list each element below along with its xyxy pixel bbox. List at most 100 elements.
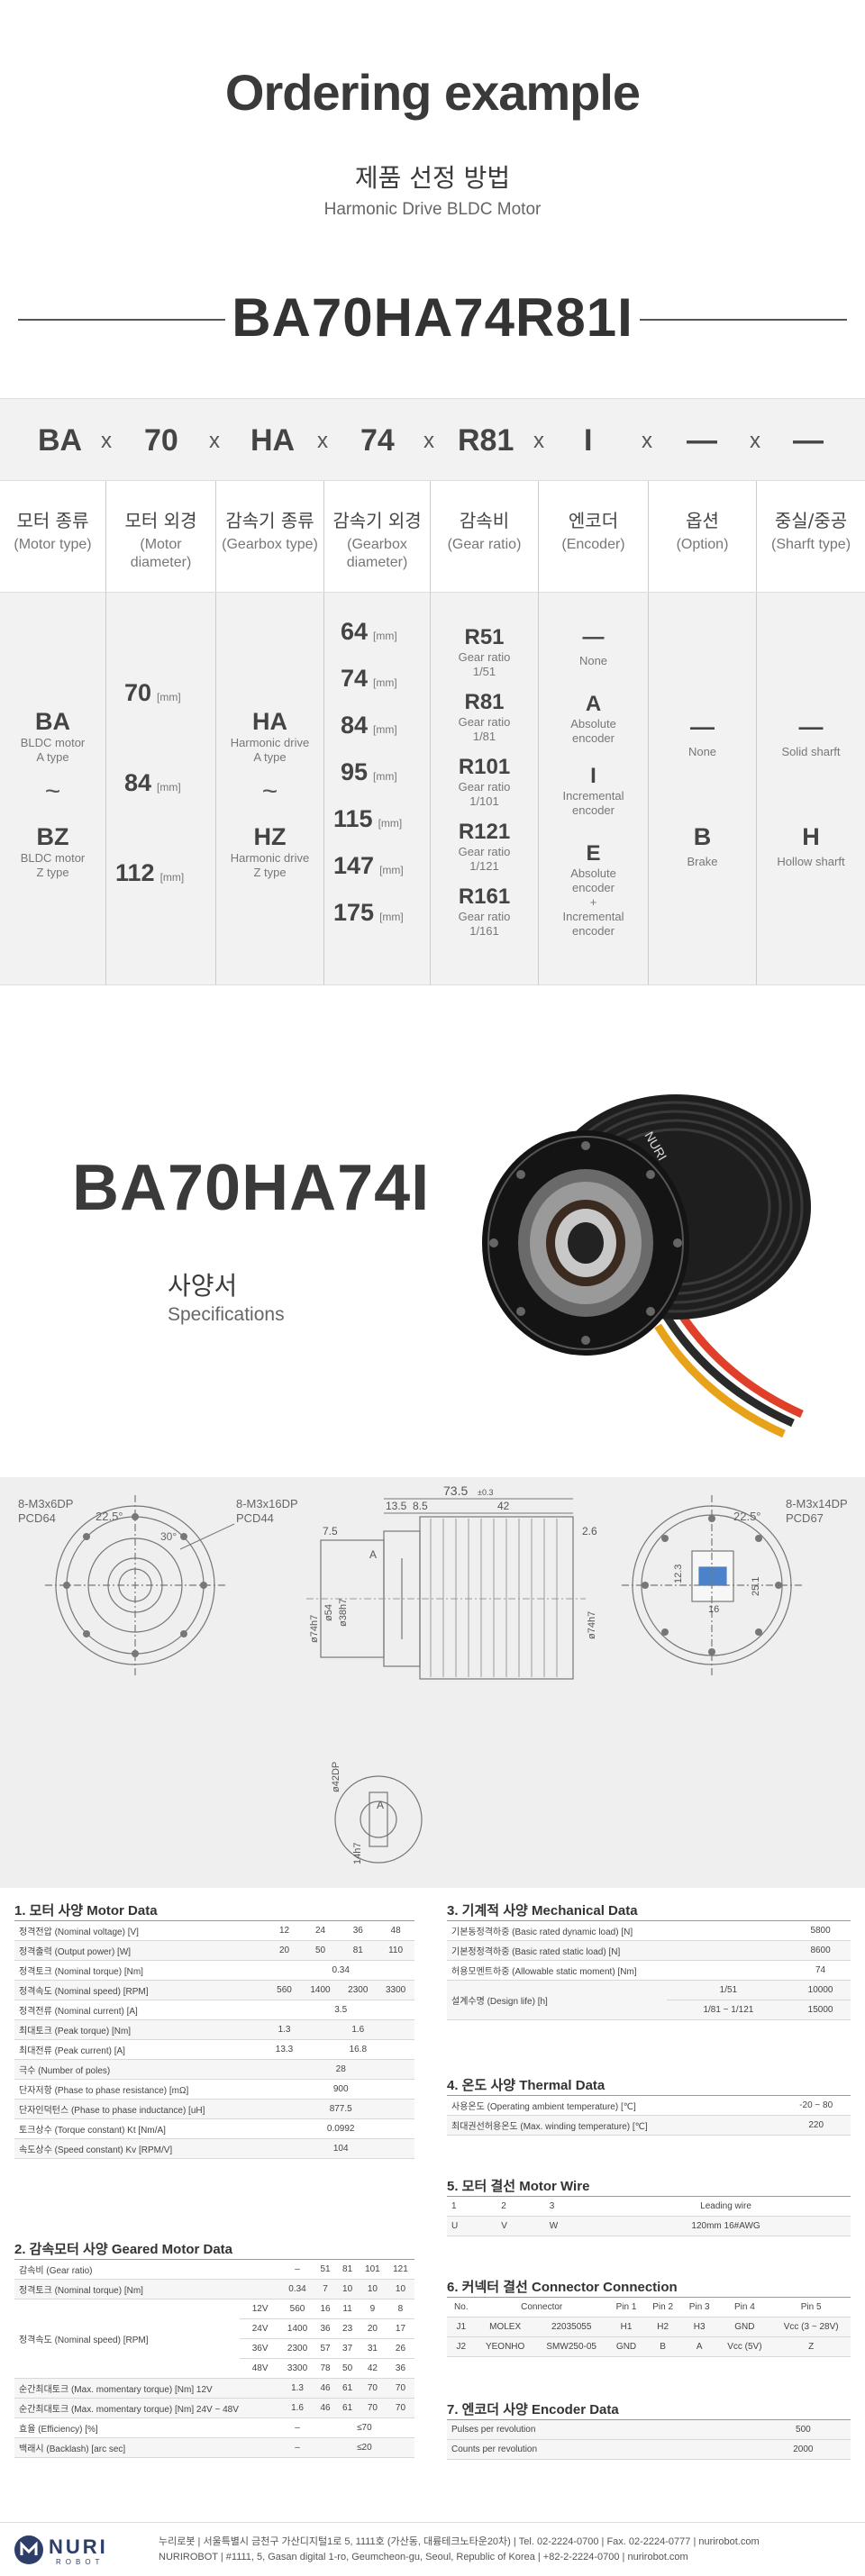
label-left-hole2: 8-M3x16DP: [236, 1497, 298, 1510]
table-cell: J1: [447, 2317, 476, 2337]
specification-tables: 1. 모터 사양 Motor Data 정격전압 (Nominal voltag…: [0, 1888, 865, 2522]
table-cell: U: [447, 2216, 497, 2236]
table-row: 단자인덕턴스 (Phase to phase inductance) [uH]8…: [14, 2099, 414, 2119]
dim-13-5: 13.5: [386, 1500, 407, 1512]
table-cell: 61: [336, 2398, 359, 2418]
table-cell: 감속비 (Gear ratio): [14, 2259, 281, 2280]
section-detail-a: A: [377, 1799, 384, 1811]
table-cell: 1.6: [280, 2398, 314, 2418]
option-solid-shaft: —Solid sharft: [757, 713, 865, 759]
code-gearbox-diameter: 74: [360, 423, 395, 458]
motor-type-options: BA BLDC motor A type ~ BZ BLDC motor Z t…: [0, 593, 106, 984]
motor-diameter-options: 70[mm] 84[mm] 112[mm]: [106, 593, 216, 984]
option-code: R101: [458, 755, 511, 779]
option-code: H: [802, 823, 820, 850]
table-cell: V: [496, 2216, 545, 2236]
table-cell: 3: [544, 2196, 602, 2217]
option-code: —: [582, 625, 605, 649]
table-cell: 최대권선허용온도 (Max. winding temperature) [℃]: [447, 2115, 782, 2136]
option-desc: Gear ratio: [458, 780, 511, 794]
table-cell: 허용모멘트하중 (Allowable static moment) [Nm]: [447, 1960, 791, 1981]
table-cell: 토크상수 (Torque constant) Kt [Nm/A]: [14, 2118, 268, 2139]
table-cell: GND: [717, 2317, 772, 2337]
table-cell: 9: [358, 2299, 387, 2319]
table-cell: 2300: [280, 2338, 314, 2359]
table-cell: 42: [358, 2358, 387, 2379]
option-desc: Gear ratio: [458, 650, 511, 664]
table-cell: 22035055: [534, 2317, 608, 2337]
table-cell: Leading wire: [601, 2196, 851, 2217]
code-gearbox-type: HA: [250, 423, 296, 458]
divider-right: [640, 319, 847, 321]
option-desc: Hollow sharft: [777, 855, 845, 868]
unit-mm: [mm]: [379, 911, 404, 923]
option-code: I: [590, 764, 596, 788]
option-code: HA: [252, 708, 287, 735]
table-cell: 극수 (Number of poles): [14, 2059, 268, 2080]
option-desc: None: [687, 745, 717, 758]
wire-data-title: 5. 모터 결선 Motor Wire: [447, 2179, 590, 2194]
table-cell: ≤20: [314, 2437, 414, 2458]
range-tilde: ~: [44, 776, 61, 806]
table-cell: 20: [358, 2318, 387, 2339]
table-cell: 2000: [755, 2439, 851, 2460]
dim-hollow: ø42DP: [331, 1762, 341, 1792]
option-code: 64: [341, 618, 369, 645]
col-shaft-type: 중실/중공(Sharft type): [757, 481, 865, 592]
table-cell: 15000: [790, 2000, 851, 2020]
dim-25-1: 25.1: [751, 1577, 761, 1596]
table-cell: Z: [771, 2336, 851, 2357]
table-cell: 48V: [239, 2358, 281, 2379]
table-cell: –: [280, 2259, 314, 2280]
table-cell: 81: [339, 1940, 378, 1961]
table-cell: 57: [314, 2338, 337, 2359]
product-model: BA70HA74I: [72, 1152, 431, 1224]
option-desc: A type: [253, 750, 287, 764]
geared-data-title: 2. 감속모터 사양 Geared Motor Data: [14, 2242, 233, 2257]
table-cell: H1: [607, 2317, 645, 2337]
dim-7-5: 7.5: [323, 1525, 338, 1537]
col-label-en: (Gear ratio): [447, 537, 522, 552]
col-label-ko: 모터 종류: [16, 510, 89, 531]
table-cell: 1/81 ~ 1/121: [666, 2000, 791, 2020]
option-desc: Gear ratio: [458, 910, 511, 923]
order-header-row: 모터 종류(Motor type) 모터 외경(Motor diameter) …: [0, 481, 865, 593]
dim-length: 73.5: [443, 1483, 468, 1498]
table-cell: Pin 1: [607, 2297, 645, 2317]
gearbox-diameter-options: 64[mm] 74[mm] 84[mm] 95[mm] 115[mm] 147[…: [324, 593, 431, 984]
col-label-ko: 옵션: [686, 510, 719, 531]
option-desc: encoder: [572, 881, 615, 894]
label-right-pcd: PCD67: [786, 1511, 824, 1525]
option-hollow-shaft: H Hollow sharft: [757, 823, 865, 869]
table-cell: 0.34: [267, 1960, 414, 1981]
table-cell: Pin 5: [771, 2297, 851, 2317]
code-separator: x: [533, 429, 544, 453]
table-cell: 3300: [377, 1980, 414, 2000]
page-title: Ordering example: [224, 64, 641, 121]
code-motor-diameter: 70: [144, 423, 178, 458]
col-label-ko: 감속비: [459, 510, 510, 531]
unit-mm: [mm]: [373, 723, 397, 736]
table-cell: –: [280, 2437, 314, 2458]
footer-address-en: NURIROBOT | #1111, 5, Gasan digital 1-ro…: [159, 2552, 688, 2562]
footer-address-ko: 누리로봇 | 서울특별시 금천구 가산디지털1로 5, 1111호 (가산동, …: [159, 2536, 760, 2547]
table-cell: No.: [447, 2297, 476, 2317]
table-cell: W: [544, 2216, 602, 2236]
technical-drawing: 8-M3x6DP PCD64 22.5° 30° 8-M3x16DP PCD44…: [0, 1477, 865, 1888]
table-cell: 12V: [239, 2299, 281, 2319]
table-cell: 8: [386, 2299, 414, 2319]
code-separator: x: [101, 429, 112, 453]
option-desc: Harmonic drive: [230, 851, 310, 865]
table-cell: 12: [267, 1920, 302, 1941]
option-code: R81: [464, 690, 505, 714]
option-desc: encoder: [572, 803, 615, 817]
side-view: [320, 1516, 574, 1680]
code-motor-type: BA: [38, 423, 83, 458]
unit-mm: [mm]: [379, 864, 404, 876]
footer: NURI ROBOT 누리로봇 | 서울특별시 금천구 가산디지털1로 5, 1…: [0, 2522, 865, 2576]
table-cell: 1400: [301, 1980, 340, 2000]
option-code: E: [586, 841, 601, 866]
